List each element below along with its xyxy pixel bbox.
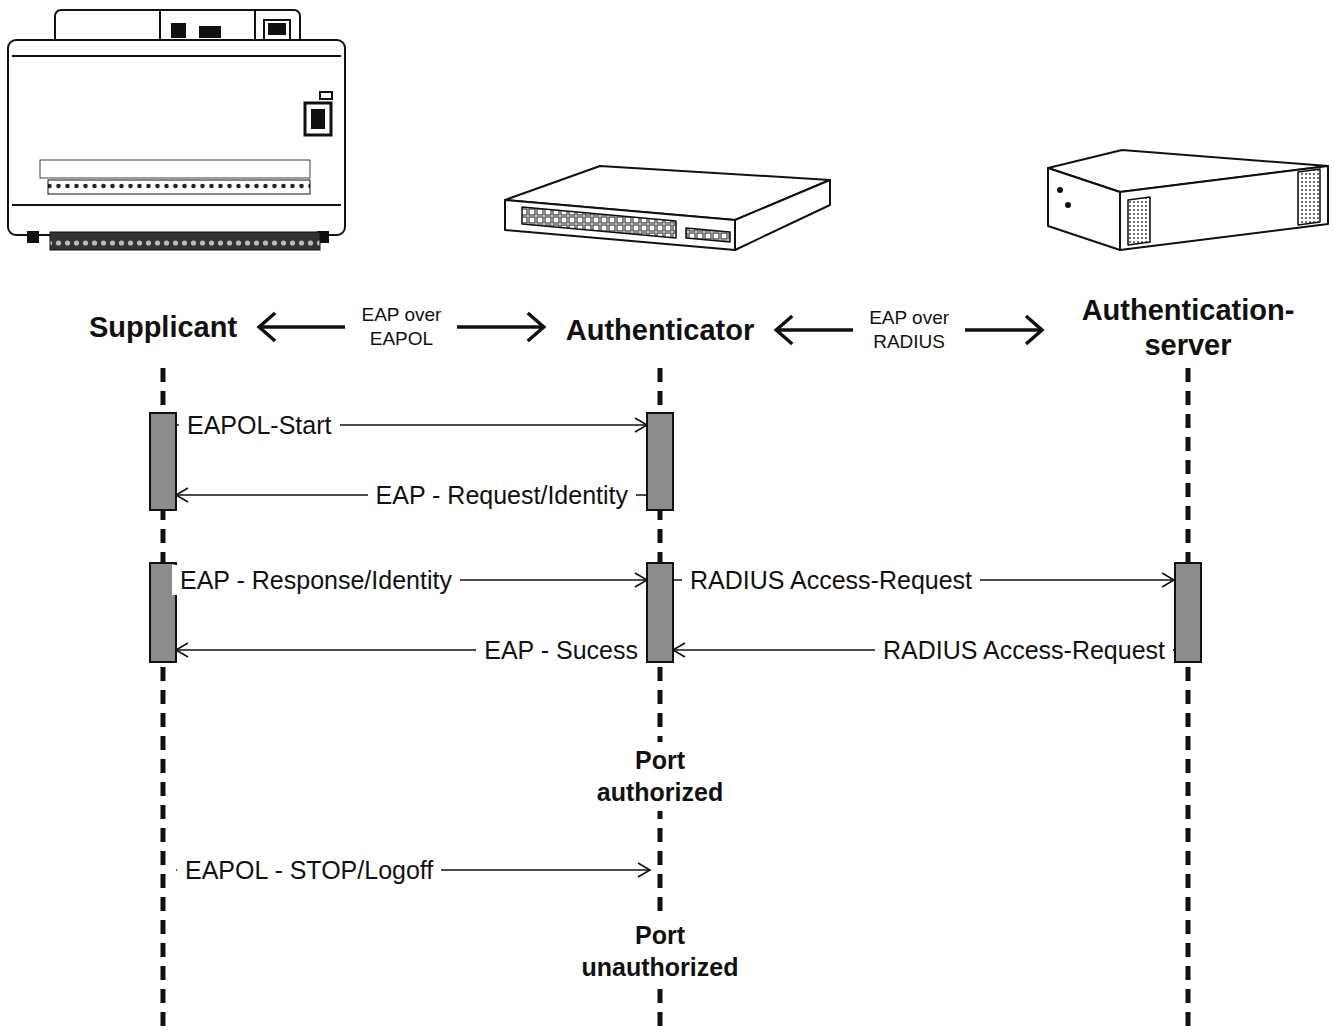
arrow-head	[635, 573, 647, 587]
actor-heading: Authentication- server	[1042, 291, 1334, 365]
arrow-head	[176, 488, 188, 502]
actor-heading: Supplicant	[67, 308, 259, 347]
lifeline	[1186, 368, 1191, 1033]
lifelines	[150, 368, 1201, 1033]
message-label: EAP - Response/Identity	[172, 565, 460, 595]
port-state-label: Port unauthorized	[576, 917, 745, 986]
arrow-head	[1162, 573, 1174, 587]
protocol-label: EAP over RADIUS	[853, 306, 965, 354]
protocol-label: EAP over EAPOL	[345, 303, 457, 351]
actor-name: Authentication- server	[1064, 293, 1312, 363]
activation-bar	[150, 413, 176, 510]
actor-name: Supplicant	[89, 310, 237, 345]
arrow-head	[673, 643, 685, 657]
message-label: EAPOL-Start	[179, 410, 340, 440]
controller-illustration	[8, 10, 345, 250]
arrow-head	[776, 316, 792, 344]
arrow-head	[528, 313, 544, 341]
arrow-head	[259, 313, 275, 341]
switch-illustration	[505, 166, 830, 250]
message-label: EAP - Request/Identity	[368, 480, 636, 510]
message-label: RADIUS Access-Request	[682, 565, 980, 595]
arrow-head	[635, 418, 647, 432]
activation-bar	[647, 413, 673, 510]
actor-heading: Authenticator	[544, 311, 777, 350]
port-state-label: Port authorized	[591, 742, 729, 811]
activation-bar	[647, 563, 673, 662]
actor-name: Authenticator	[566, 313, 755, 348]
activation-bar	[1175, 563, 1201, 662]
message-label: EAPOL - STOP/Logoff	[177, 855, 441, 885]
arrow-head	[176, 643, 188, 657]
arrow-head	[638, 863, 650, 877]
arrow-head	[1026, 316, 1042, 344]
server-illustration	[1048, 150, 1328, 250]
message-label: RADIUS Access-Request	[875, 635, 1173, 665]
message-label: EAP - Sucess	[476, 635, 646, 665]
